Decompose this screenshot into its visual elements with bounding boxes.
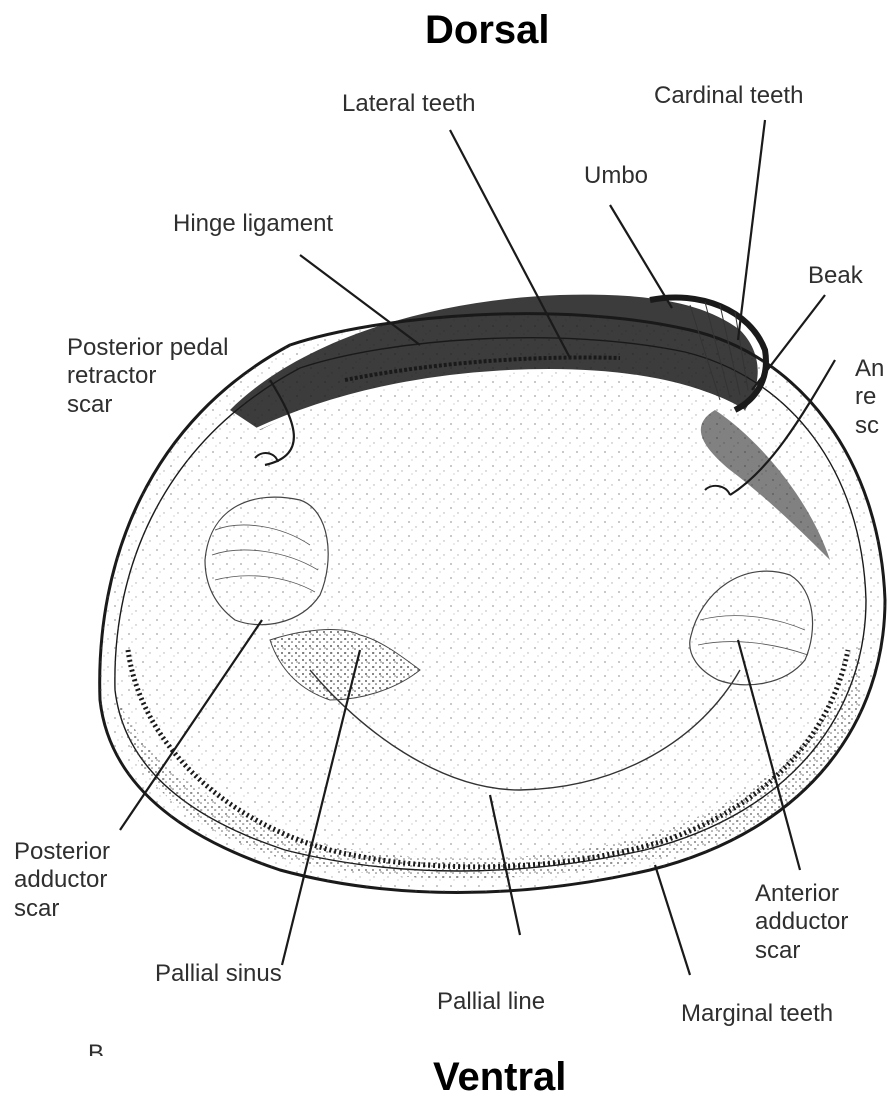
label-pallial-line: Pallial line xyxy=(437,988,545,1016)
label-lateral-teeth: Lateral teeth xyxy=(342,90,475,118)
leader-marginal-teeth xyxy=(655,865,690,975)
panel-letter: B xyxy=(88,1040,104,1056)
label-anterior-adductor-scar: Anterior adductor scar xyxy=(755,880,848,965)
label-cardinal-teeth: Cardinal teeth xyxy=(654,82,803,110)
label-marginal-teeth: Marginal teeth xyxy=(681,1000,833,1028)
leader-cardinal-teeth xyxy=(738,120,765,340)
label-hinge-ligament: Hinge ligament xyxy=(173,210,333,238)
label-pallial-sinus: Pallial sinus xyxy=(155,960,282,988)
label-posterior-adductor-scar: Posterior adductor scar xyxy=(14,838,110,923)
label-beak: Beak xyxy=(808,262,863,290)
label-posterior-pedal-retractor-scar: Posterior pedal retractor scar xyxy=(67,334,228,419)
label-anterior-retractor-scar: An re sc xyxy=(855,355,884,440)
leader-umbo xyxy=(610,205,672,308)
label-umbo: Umbo xyxy=(584,162,648,190)
